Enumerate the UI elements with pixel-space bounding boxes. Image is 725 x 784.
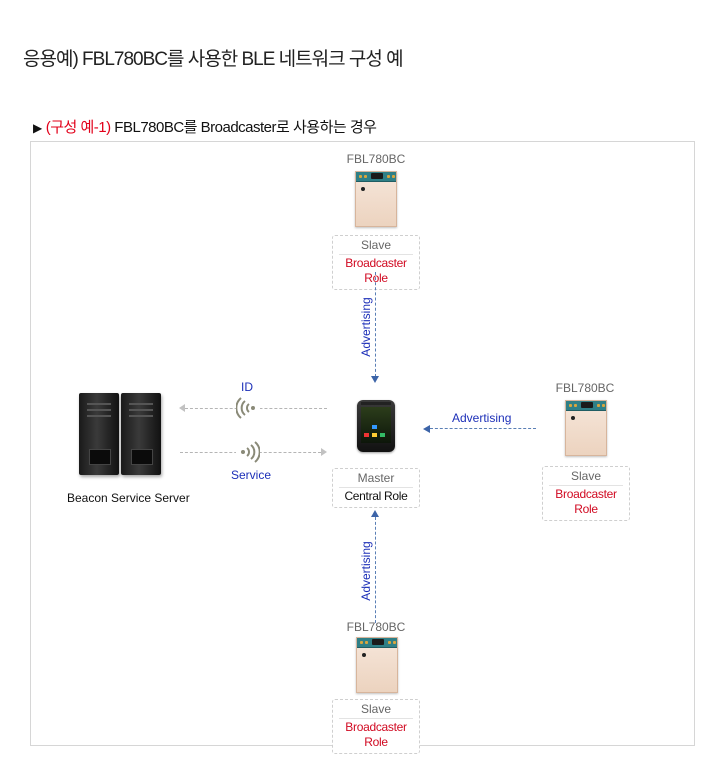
arrow-left-icon [423, 425, 430, 433]
role-bottom-line1: Slave [360, 702, 392, 716]
id-label: ID [241, 380, 253, 394]
role-right-line1: Slave [570, 469, 602, 483]
link-top-line [375, 272, 376, 377]
section-text: FBL780BC를 Broadcaster로 사용하는 경우 [110, 119, 377, 136]
arrow-down-icon [371, 376, 379, 383]
role-right-line2: Broadcaster Role [555, 487, 617, 516]
role-top-line1: Slave [360, 238, 392, 252]
server-tower-icon [79, 393, 119, 475]
arrow-up-icon [371, 510, 379, 517]
role-box-top: Slave Broadcaster Role [332, 235, 420, 290]
role-box-center: Master Central Role [332, 468, 420, 508]
role-bottom-line2: Broadcaster Role [345, 720, 407, 749]
section-highlight: (구성 예-1) [45, 119, 111, 136]
wifi-signal-right-icon [236, 440, 260, 464]
arrow-left-icon [179, 404, 185, 412]
role-box-right: Slave Broadcaster Role [542, 466, 630, 521]
smartphone-icon [357, 400, 395, 452]
page-title: 응용예) FBL780BC를 사용한 BLE 네트워크 구성 예 [23, 49, 404, 70]
arrow-right-icon [321, 448, 327, 456]
triangle-bullet-icon: ▶ [33, 121, 42, 135]
wifi-signal-left-icon [236, 396, 260, 420]
service-label: Service [231, 468, 272, 482]
link-right-label: Advertising [452, 411, 512, 425]
link-bottom-label: Advertising [359, 541, 373, 601]
role-top-line2: Broadcaster Role [345, 256, 407, 285]
link-top-label: Advertising [359, 297, 373, 357]
link-right-line [430, 428, 536, 429]
role-box-bottom: Slave Broadcaster Role [332, 699, 420, 754]
ble-module-top [355, 171, 397, 227]
server-label: Beacon Service Server [67, 491, 190, 505]
ble-module-right [565, 400, 607, 456]
ble-module-bottom [356, 637, 398, 693]
section-heading: ▶(구성 예-1) FBL780BC를 Broadcaster로 사용하는 경우 [33, 116, 377, 137]
server-tower-icon [121, 393, 161, 475]
role-center-line1: Master [357, 471, 395, 485]
link-bottom-line [375, 517, 376, 623]
device-right-name: FBL780BC [555, 381, 615, 395]
role-center-line2: Central Role [344, 489, 408, 503]
device-top-name: FBL780BC [346, 152, 406, 166]
device-bottom-name: FBL780BC [346, 620, 406, 634]
